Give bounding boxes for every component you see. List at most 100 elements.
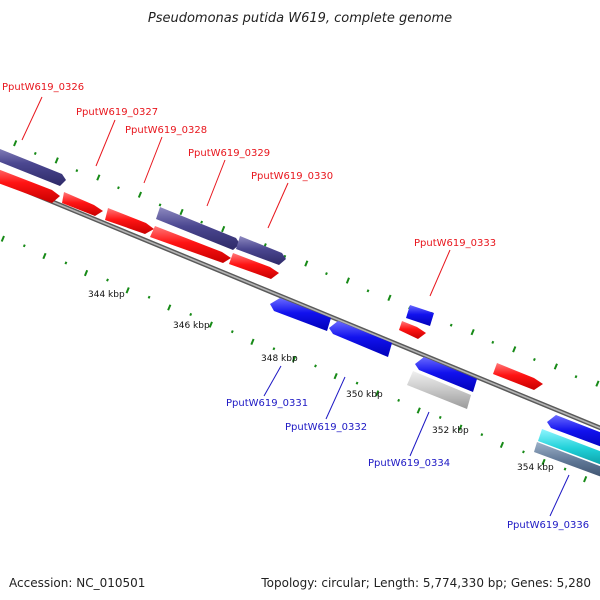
tick-minor [532, 358, 536, 362]
misc-feature-slate[interactable] [534, 442, 600, 480]
tick-minor [355, 381, 359, 385]
tick-major [96, 174, 101, 181]
tick-minor [33, 151, 37, 155]
tick-minor [491, 340, 495, 344]
tick-major [458, 424, 463, 431]
tick-major [42, 252, 47, 260]
cds-0328[interactable] [105, 208, 154, 234]
gene-label-0331[interactable]: PputW619_0331 [226, 398, 308, 409]
tick-minor [189, 312, 193, 316]
gene-label-0332[interactable]: PputW619_0332 [285, 422, 367, 433]
tick-label-346: 346 kbp [173, 321, 210, 331]
tick-minor [480, 433, 484, 437]
tick-ring-reverse [0, 235, 588, 483]
misc-feature-teal[interactable] [538, 429, 600, 468]
leader-0330 [267, 182, 289, 229]
gene-feature-0329[interactable] [156, 207, 240, 250]
tick-major [499, 441, 505, 448]
misc-feature-track [407, 371, 600, 480]
tick-major [512, 346, 517, 353]
cds-0333-rev[interactable] [406, 305, 434, 326]
leader-0332 [325, 376, 346, 420]
cds-0329[interactable] [150, 226, 231, 263]
tick-major [179, 208, 184, 216]
gene-label-0334[interactable]: PputW619_0334 [368, 458, 450, 469]
accession-text: Accession: NC_010501 [9, 576, 145, 590]
leader-0336 [549, 474, 570, 517]
cds-0333[interactable] [399, 321, 426, 339]
tick-major [291, 355, 297, 363]
gene-label-0328[interactable]: PputW619_0328 [125, 125, 207, 136]
gene-track-outer [0, 145, 286, 265]
tick-major [250, 338, 255, 345]
tick-minor [397, 398, 401, 402]
cds-0330[interactable] [229, 253, 279, 279]
tick-major [333, 373, 338, 380]
tick-minor [75, 169, 79, 173]
cds-0327[interactable] [62, 192, 103, 216]
tick-minor [449, 323, 453, 327]
tick-minor [147, 295, 151, 299]
leader-0331 [263, 365, 282, 397]
tick-labels: 344 kbp 346 kbp 348 kbp 350 kbp 352 kbp … [88, 290, 554, 473]
tick-major [387, 294, 392, 301]
tick-minor [563, 467, 567, 471]
gene-label-0327[interactable]: PputW619_0327 [76, 107, 158, 118]
tick-minor [106, 278, 109, 282]
cds-0336[interactable] [547, 415, 600, 450]
tick-minor [230, 330, 234, 334]
cds-track-forward [0, 166, 543, 390]
leader-lines-forward [21, 96, 451, 297]
gene-label-0329[interactable]: PputW619_0329 [188, 148, 270, 159]
map-title: Pseudomonas putida W619, complete genome [148, 11, 452, 26]
cds-0326[interactable] [0, 166, 60, 203]
tick-major [345, 277, 350, 284]
cds-0331[interactable] [270, 298, 331, 331]
cds-0334[interactable] [415, 357, 477, 392]
tick-major [553, 363, 558, 370]
tick-minor [366, 289, 370, 293]
tick-major [304, 260, 309, 267]
gene-labels-reverse: PputW619_0331 PputW619_0332 PputW619_033… [226, 398, 589, 531]
tick-major [595, 380, 600, 387]
tick-major [416, 407, 421, 414]
leader-0326 [21, 96, 43, 141]
tick-major [83, 269, 89, 277]
gene-label-0333[interactable]: PputW619_0333 [414, 238, 496, 249]
tick-major [583, 476, 588, 483]
tick-minor [325, 272, 328, 276]
tick-major [13, 140, 18, 147]
tick-major [221, 225, 226, 233]
cds-track-reverse [270, 298, 600, 450]
cds-0335[interactable] [493, 363, 543, 390]
gene-labels-forward: PputW619_0326 PputW619_0327 PputW619_032… [2, 82, 496, 249]
gene-label-0326[interactable]: PputW619_0326 [2, 82, 84, 93]
tick-major [208, 321, 213, 328]
tick-major [0, 235, 5, 242]
tick-major [470, 329, 475, 336]
topology-summary: Topology: circular; Length: 5,774,330 bp… [260, 576, 591, 590]
gene-feature-0330[interactable] [236, 236, 286, 265]
tick-major [541, 458, 546, 466]
leader-lines-reverse [263, 365, 570, 517]
tick-major [54, 157, 59, 164]
leader-0333 [429, 249, 451, 297]
tick-label-350: 350 kbp [346, 390, 383, 400]
tick-label-348: 348 kbp [261, 354, 298, 364]
tick-minor [200, 220, 204, 224]
tick-minor [117, 186, 120, 190]
genome-backbone [0, 177, 600, 431]
gene-label-0330[interactable]: PputW619_0330 [251, 171, 333, 182]
tick-major [167, 304, 172, 311]
tick-minor [22, 244, 26, 248]
misc-feature-grey[interactable] [407, 371, 471, 409]
tick-minor [574, 375, 578, 379]
gene-feature-0326[interactable] [0, 145, 66, 186]
tick-minor [64, 261, 68, 265]
tick-major [137, 191, 143, 198]
gene-label-0336[interactable]: PputW619_0336 [507, 520, 589, 531]
cds-0332[interactable] [329, 321, 392, 357]
tick-minor [522, 450, 525, 454]
